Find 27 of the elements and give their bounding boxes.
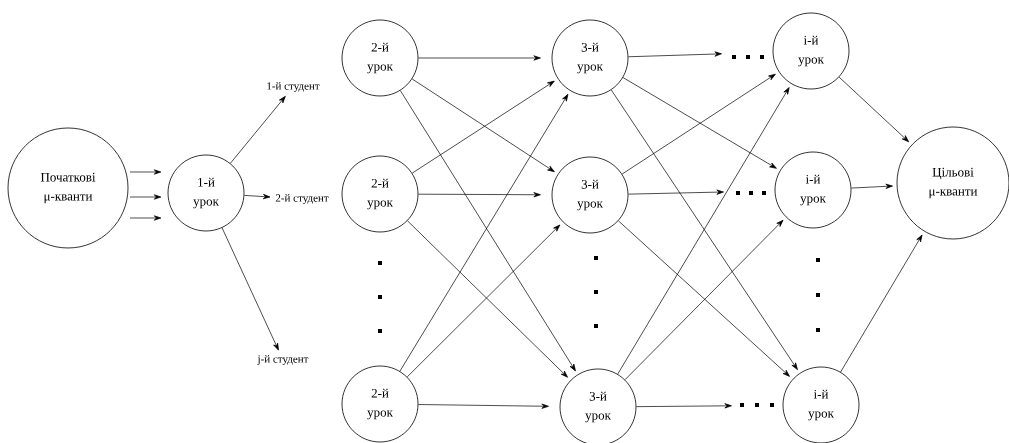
arrow [851,183,893,189]
arrow [129,194,162,200]
student-label: j-й студент [257,355,309,365]
student-label: 1-й студент [267,82,320,92]
arrow [636,403,774,409]
circle-node: 2-й урок [341,365,419,443]
student-label: 2-й студент [275,194,329,204]
arrow [244,194,271,200]
arrow [838,76,910,143]
circle-node: Початкові μ-кванти [7,127,129,249]
arrow [418,55,541,61]
circle-node: i-й урок [772,12,850,90]
arrow [628,51,764,59]
arrow [628,189,766,195]
circle-node: 2-й урок [341,155,419,233]
arrow [418,192,541,198]
arrow [221,227,279,351]
circle-node: i-й урок [774,151,852,229]
arrow [129,169,162,175]
circle-node: 3-й урок [551,156,629,234]
arrow [418,403,549,409]
circle-node: 1-й урок [167,154,245,232]
circle-node: 3-й урок [551,19,629,97]
arrow [840,234,923,373]
circle-node: 2-й урок [341,19,419,97]
arrow [230,95,286,164]
arrow [129,215,162,221]
